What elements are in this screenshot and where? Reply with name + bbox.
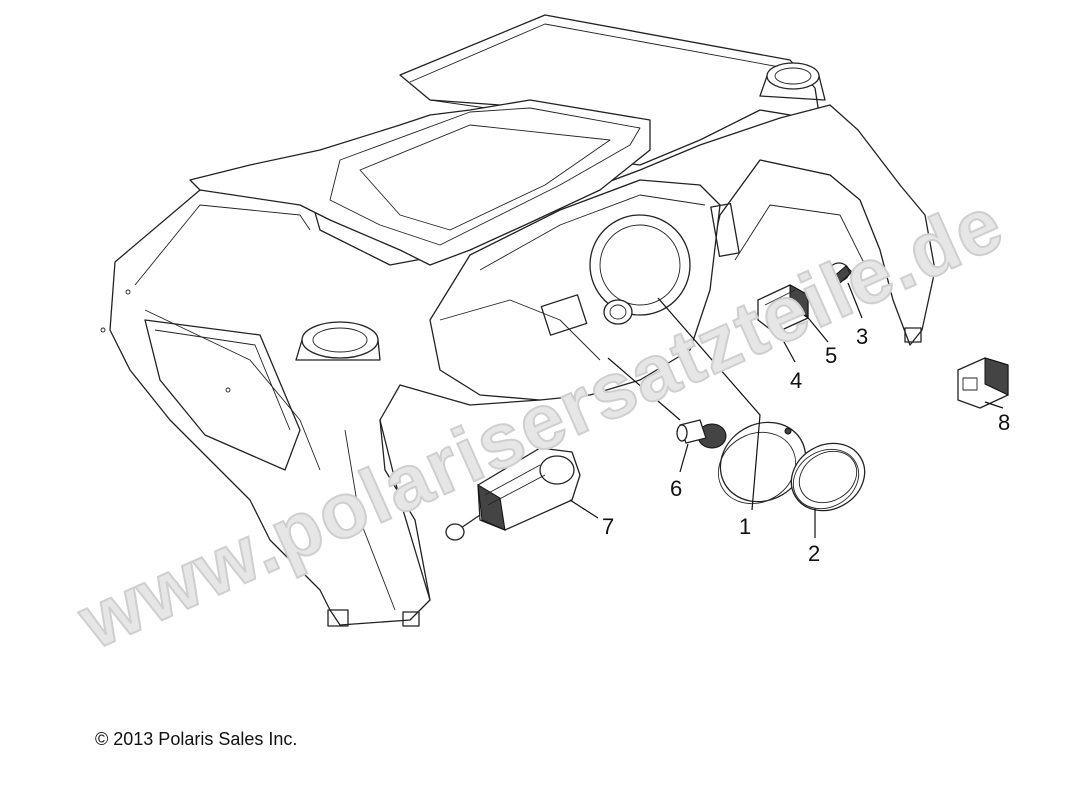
callout-8: 8 — [998, 410, 1010, 435]
callouts: 1 2 3 4 5 6 7 8 — [602, 324, 1010, 566]
part-8-switch — [957, 357, 1009, 409]
part-6-key-switch — [676, 419, 727, 449]
part-4-5-switch — [757, 284, 809, 334]
part-3-bulb — [828, 262, 857, 284]
leader-lines — [569, 282, 1004, 538]
part-7-shifter — [445, 447, 581, 541]
copyright-notice: © 2013 Polaris Sales Inc. — [95, 729, 298, 749]
dashboard-body — [100, 14, 936, 627]
callout-3: 3 — [856, 324, 868, 349]
callout-2: 2 — [808, 541, 820, 566]
callout-7: 7 — [602, 514, 614, 539]
callout-4: 4 — [790, 368, 802, 393]
callout-5: 5 — [825, 343, 837, 368]
part-2-bezel — [790, 442, 866, 512]
callout-6: 6 — [670, 476, 682, 501]
part-1-speedometer — [717, 421, 807, 505]
callout-1: 1 — [739, 514, 751, 539]
